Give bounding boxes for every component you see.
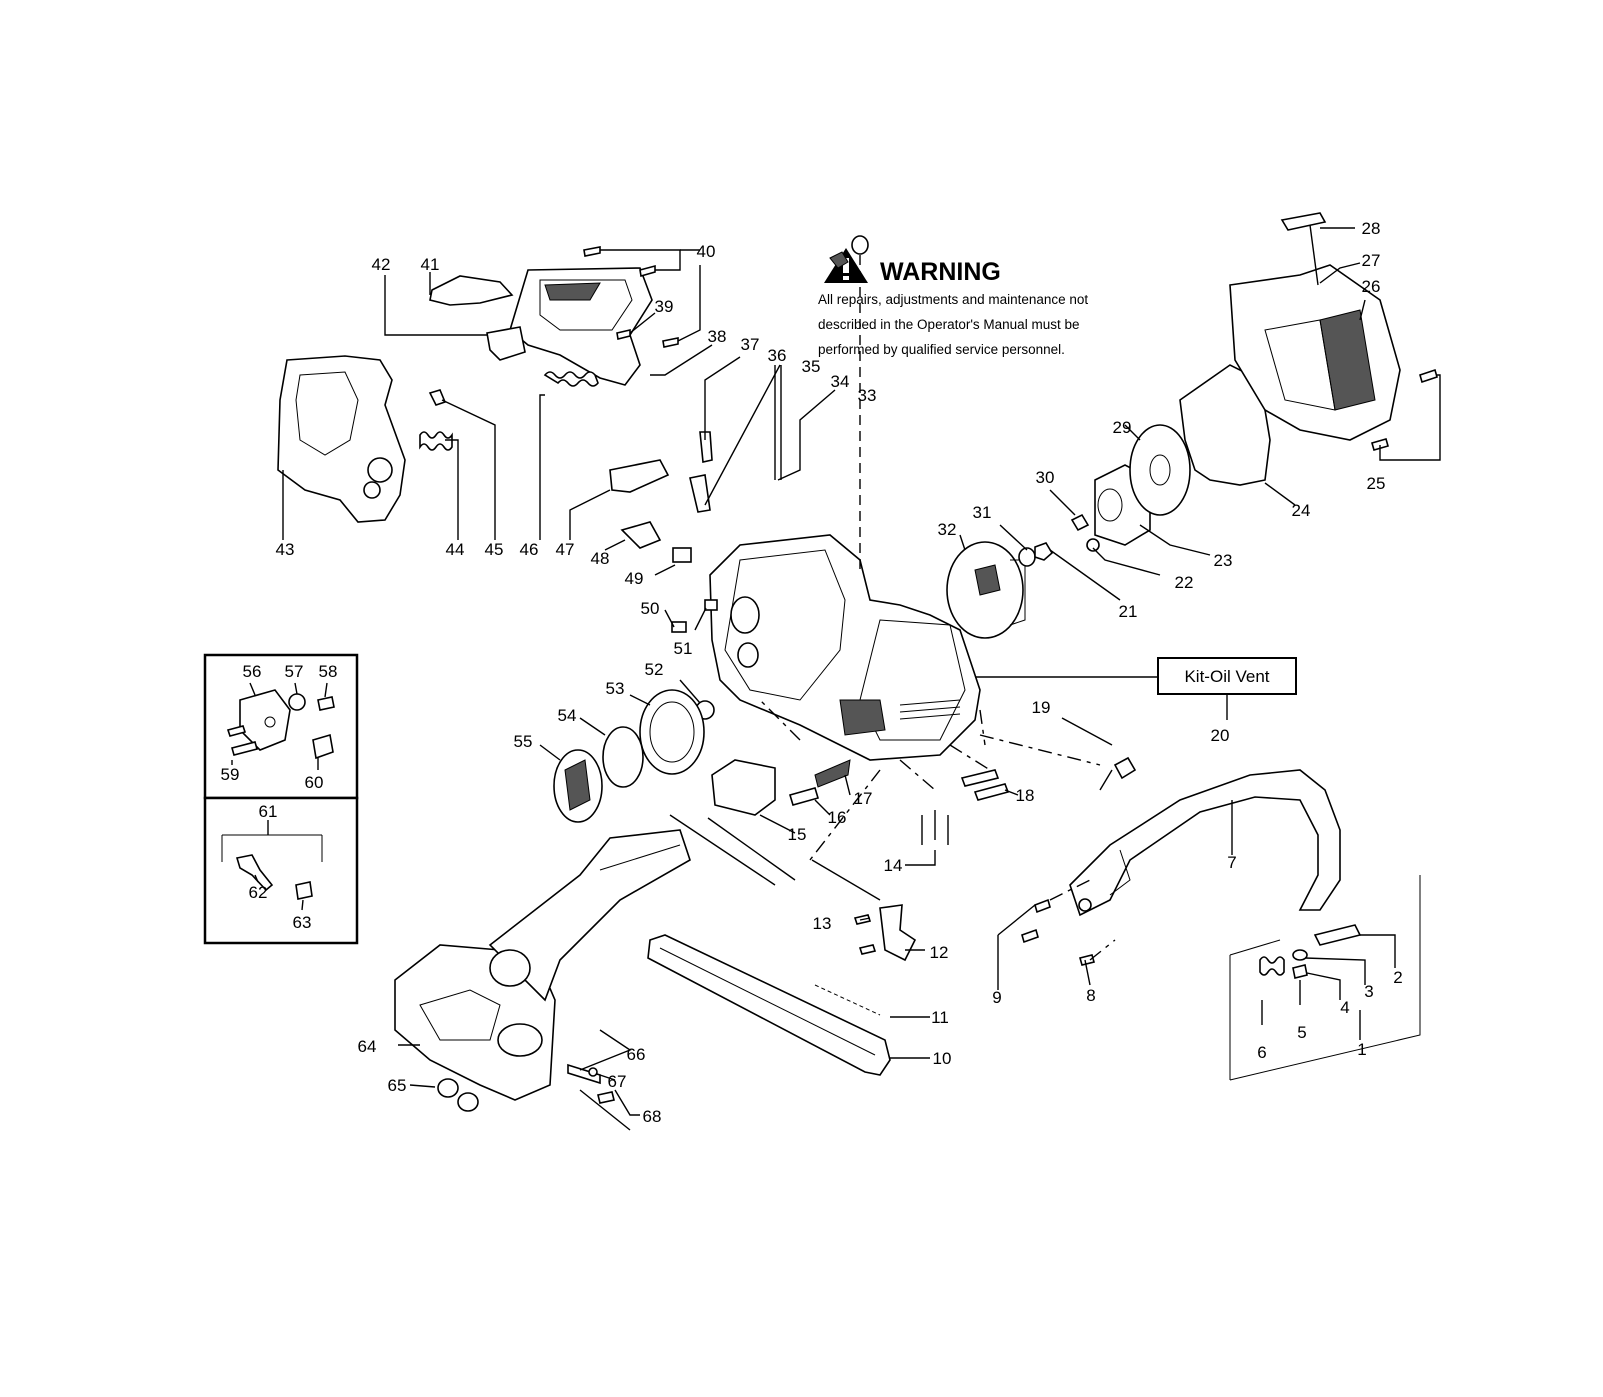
part-number-50: 50 [641,599,660,618]
part-number-31: 31 [973,503,992,522]
part-number-11: 11 [931,1008,949,1027]
warning-triangle-icon [824,248,868,283]
part-number-5: 5 [1297,1023,1306,1042]
part-number-18: 18 [1016,786,1035,805]
part-number-51: 51 [674,639,693,658]
part-number-63: 63 [293,913,312,932]
part-number-40: 40 [697,242,716,261]
part-number-9: 9 [992,988,1001,1007]
part-number-58: 58 [319,662,338,681]
part-number-55: 55 [514,732,533,751]
part-number-61: 61 [259,802,278,821]
part-number-16: 16 [828,808,847,827]
part-number-24: 24 [1292,501,1311,520]
starter-group [946,212,1441,639]
part-number-17: 17 [854,789,873,808]
part-number-65: 65 [388,1076,407,1095]
part-number-3: 3 [1364,982,1373,1001]
part-number-labels: 1 2 3 4 5 6 7 8 9 10 11 12 13 14 15 16 1… [221,219,1403,1126]
part-number-52: 52 [645,660,664,679]
part-number-53: 53 [606,679,625,698]
part-number-42: 42 [372,255,391,274]
part-number-27: 27 [1362,251,1381,270]
part-number-35: 35 [802,357,821,376]
warning-line-1: All repairs, adjustments and maintenance… [818,292,1088,307]
part-number-13: 13 [813,914,832,933]
part-number-39: 39 [655,297,674,316]
part-number-57: 57 [285,662,304,681]
part-number-66: 66 [627,1045,646,1064]
part-number-20: 20 [1211,726,1230,745]
part-number-47: 47 [556,540,575,559]
part-number-15: 15 [788,825,807,844]
part-number-45: 45 [485,540,504,559]
part-number-59: 59 [221,765,240,784]
part-number-28: 28 [1362,219,1381,238]
part-number-23: 23 [1214,551,1233,570]
part-number-62: 62 [249,883,268,902]
part-number-1: 1 [1357,1040,1366,1059]
part-number-19: 19 [1032,698,1051,717]
warning-notice: WARNING All repairs, adjustments and mai… [818,248,1088,357]
part-number-46: 46 [520,540,539,559]
part-number-6: 6 [1257,1043,1266,1062]
part-number-36: 36 [768,346,787,365]
oil-pump-inset [203,653,359,945]
front-handle-group [997,769,1421,1081]
clutch-group [539,679,715,823]
part-number-10: 10 [933,1049,952,1068]
part-number-48: 48 [591,549,610,568]
part-number-49: 49 [625,569,644,588]
part-number-34: 34 [831,372,850,391]
part-number-7: 7 [1227,853,1236,872]
part-number-56: 56 [243,662,262,681]
guide-bar-group [647,934,930,1076]
part-number-41: 41 [421,255,440,274]
warning-line-3: performed by qualified service personnel… [818,342,1065,357]
part-number-60: 60 [305,773,324,792]
sprocket-cover-group [394,829,691,1131]
part-number-30: 30 [1036,468,1055,487]
rear-handle-group [277,355,496,540]
part-number-33: 33 [858,386,877,405]
part-number-37: 37 [741,335,760,354]
engine-housing-group [569,235,981,761]
part-number-14: 14 [884,856,903,875]
part-number-25: 25 [1367,474,1386,493]
chain-brake-handle-group [384,246,713,540]
part-number-26: 26 [1362,277,1381,296]
part-number-8: 8 [1086,986,1095,1005]
part-number-68: 68 [643,1107,662,1126]
part-number-12: 12 [930,943,949,962]
part-number-2: 2 [1393,968,1402,987]
part-number-29: 29 [1113,418,1132,437]
part-number-64: 64 [358,1037,377,1056]
warning-line-2: described in the Operator's Manual must … [818,317,1079,332]
part-number-43: 43 [276,540,295,559]
part-number-22: 22 [1175,573,1194,592]
kit-oil-vent-label: Kit-Oil Vent [1184,667,1269,686]
part-number-44: 44 [446,540,465,559]
warning-title: WARNING [880,258,1001,286]
kit-oil-vent-callout: Kit-Oil Vent [975,657,1297,791]
part-number-21: 21 [1119,602,1138,621]
part-number-67: 67 [608,1072,627,1091]
part-number-32: 32 [938,520,957,539]
part-number-4: 4 [1340,998,1349,1017]
part-number-54: 54 [558,706,577,725]
part-number-38: 38 [708,327,727,346]
tensioner-group [669,699,1101,962]
